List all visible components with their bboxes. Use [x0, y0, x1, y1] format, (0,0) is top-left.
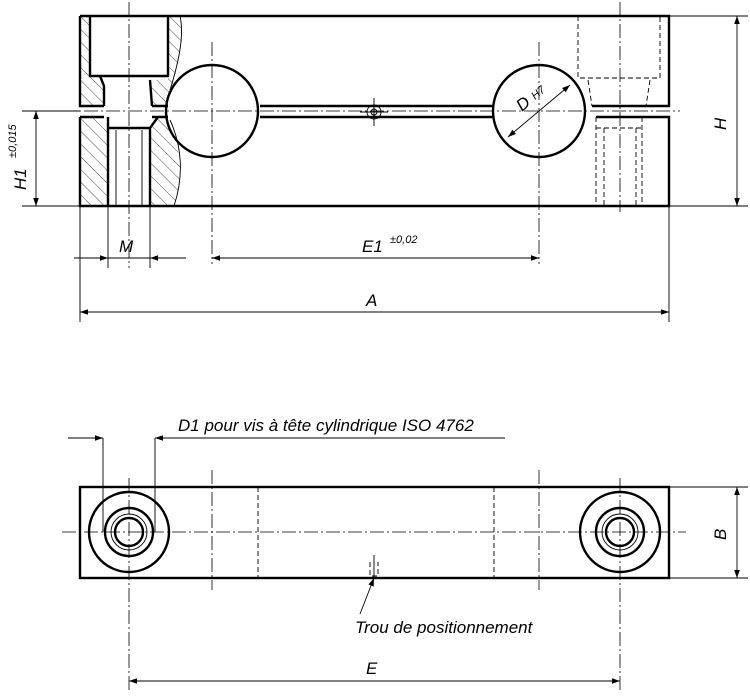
front-view: D H7 — [40, 2, 680, 268]
right-hidden-counterbore — [577, 16, 661, 206]
top-view-outline — [78, 485, 671, 580]
h1-tolerance: ±0,015 — [7, 124, 19, 158]
h-dimension: H — [669, 15, 748, 207]
e1-tolerance: ±0,02 — [390, 234, 417, 246]
section-hatching — [80, 16, 182, 206]
e-dimension: E — [129, 659, 620, 684]
b-dimension: B — [669, 486, 748, 579]
e1-label: E1 — [362, 237, 383, 256]
h1-dimension: H1 ±0,015 — [7, 110, 80, 207]
d1-dimension: D1 pour vis à tête cylindrique ISO 4762 — [68, 416, 505, 532]
e-label: E — [366, 659, 378, 678]
positioning-note: Trou de positionnement — [355, 618, 534, 637]
a-label: A — [365, 291, 377, 310]
d1-note: D1 pour vis à tête cylindrique ISO 4762 — [178, 416, 474, 435]
h-label: H — [711, 117, 730, 130]
a-dimension: A — [79, 206, 670, 322]
d-fit-label: H7 — [529, 83, 548, 102]
positioning-hole-symbol — [360, 98, 388, 126]
m-dimension: M — [74, 206, 186, 268]
positioning-hole-top — [369, 555, 379, 578]
h1-label: H1 — [11, 168, 30, 190]
m-label: M — [119, 237, 134, 256]
e1-dimension: E1 ±0,02 — [212, 234, 539, 261]
top-view: Trou de positionnement — [62, 470, 686, 692]
b-label: B — [711, 529, 730, 540]
